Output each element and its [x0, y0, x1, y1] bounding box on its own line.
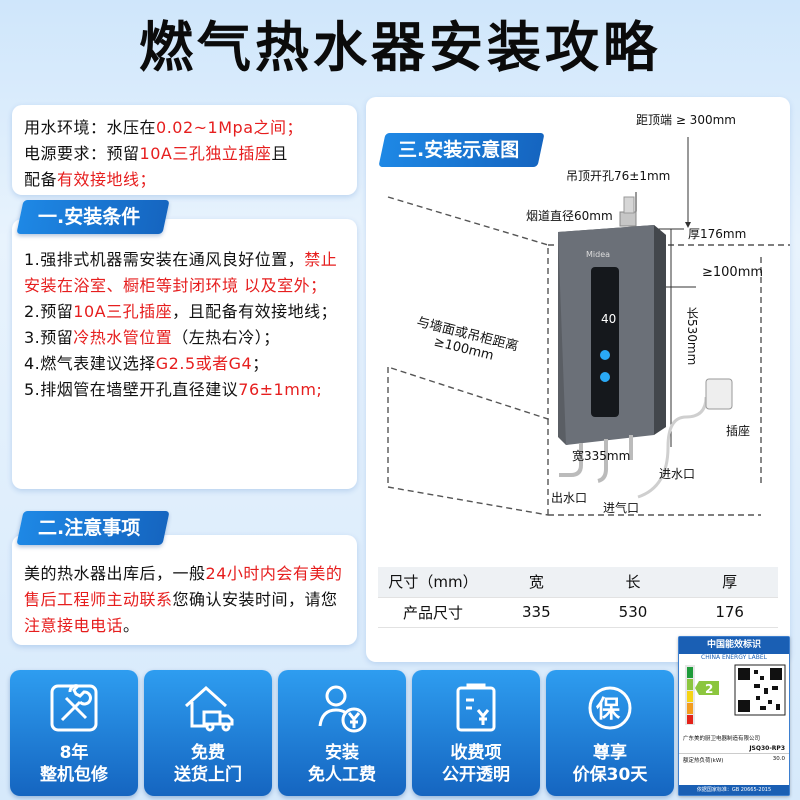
feature-price-protection: 保 尊享 价保30天 — [546, 670, 674, 796]
energy-grade-bars: 2 — [685, 664, 786, 725]
label-side-distance: ≥100mm — [702, 265, 764, 280]
energy-model: JSQ30-RP3 — [749, 745, 785, 752]
bao-shield-icon: 保 — [588, 686, 632, 730]
device-brand-logo: Midea — [586, 250, 610, 259]
label-water-outlet: 出水口 — [551, 491, 588, 505]
installation-diagram: 40 Midea — [387, 137, 790, 516]
left-panel: 用水环境：水压在0.02~1Mpa之间； 电源要求：预留10A三孔独立插座且 配… — [12, 97, 357, 657]
energy-grade-value: 2 — [705, 682, 713, 696]
section-heading-notes: 二.注意事项 — [16, 511, 170, 545]
house-truck-icon — [184, 685, 234, 732]
label-gas-inlet: 进气口 — [603, 501, 640, 515]
label-top-distance: 距顶端 ≥ 300mm — [636, 113, 736, 127]
notes-text: 美的热水器出库后，一般24小时内会有美的售后工程师主动联系您确认安装时间，请您注… — [24, 564, 343, 635]
spec-data-row: 产品尺寸 335 530 176 — [378, 597, 778, 628]
label-flue-diameter: 烟道直径60mm — [526, 209, 613, 223]
document-yen-icon — [456, 683, 496, 732]
condition-item-5: 5.排烟管在墙壁开孔直径建议76±1mm; — [24, 380, 323, 399]
label-socket: 插座 — [726, 424, 751, 438]
diagram-panel: 三.安装示意图 40 Midea — [366, 97, 790, 662]
feature-badges: 8年 整机包修 免费 送货上门 安装 免人工费 收费项 公开透明 保 尊享 价保… — [10, 670, 675, 796]
feature-transparent-fees: 收费项 公开透明 — [412, 670, 540, 796]
condition-item-1: 1.强排式机器需安装在通风良好位置，禁止安装在浴室、橱柜等封闭环境 以及室外； — [24, 250, 338, 295]
section-heading-diagram: 三.安装示意图 — [378, 133, 545, 167]
notes-card: 美的热水器出库后，一般24小时内会有美的售后工程师主动联系您确认安装时间，请您注… — [12, 535, 357, 645]
energy-label-subtitle: CHINA ENERGY LABEL — [701, 654, 767, 661]
condition-item-2: 2.预留10A三孔插座，且配备有效接地线； — [24, 302, 338, 321]
page-title: 燃气热水器安装攻略 — [139, 16, 661, 79]
label-width: 宽335mm — [572, 449, 631, 463]
feature-warranty: 8年 整机包修 — [10, 670, 138, 796]
wrench-icon — [50, 684, 98, 732]
label-ceiling-hole: 吊顶开孔76±1mm — [566, 169, 671, 183]
energy-maker: 广东美的厨卫电器制造有限公司 — [683, 736, 761, 742]
feature-free-install: 安装 免人工费 — [278, 670, 406, 796]
label-thickness: 厚176mm — [688, 227, 747, 241]
intro-line-3: 配备有效接地线； — [24, 170, 157, 189]
energy-label-title: 中国能效标识 — [679, 637, 789, 654]
person-yen-icon — [318, 685, 367, 733]
feature-free-delivery: 免费 送货上门 — [144, 670, 272, 796]
install-conditions-card: 1.强排式机器需安装在通风良好位置，禁止安装在浴室、橱柜等封闭环境 以及室外； … — [12, 219, 357, 489]
svg-text:保: 保 — [595, 695, 621, 723]
condition-item-4: 4.燃气表建议选择G2.5或者G4； — [24, 354, 269, 373]
intro-line-1: 用水环境：水压在0.02~1Mpa之间； — [24, 118, 303, 137]
condition-item-3: 3.预留冷热水管位置（左热右冷）； — [24, 328, 280, 347]
energy-row: 额定热负荷(kW)30.0 — [679, 753, 789, 766]
intro-card: 用水环境：水压在0.02~1Mpa之间； 电源要求：预留10A三孔独立插座且 配… — [12, 105, 357, 195]
water-heater-device: 40 Midea — [558, 196, 733, 499]
section-heading-conditions: 一.安装条件 — [16, 200, 170, 234]
energy-label: 中国能效标识 CHINA ENERGY LABEL 2 广东美的厨卫电器制造有限… — [678, 636, 790, 796]
label-water-inlet: 进水口 — [659, 467, 696, 481]
intro-line-2: 电源要求：预留10A三孔独立插座且 — [24, 144, 288, 163]
label-length: 长530mm — [685, 307, 699, 366]
energy-footer: 依据国家标准：GB 20665-2015 — [679, 785, 789, 795]
spec-table: 尺寸（mm） 宽 长 厚 产品尺寸 335 530 176 — [378, 567, 778, 628]
spec-header-row: 尺寸（mm） 宽 长 厚 — [378, 567, 778, 598]
device-display-text: 40 — [601, 312, 616, 326]
